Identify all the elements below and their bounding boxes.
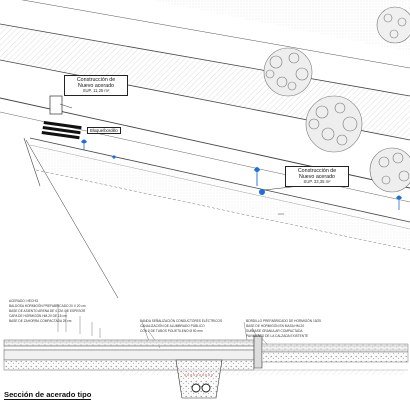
label-area: SUP. 33,35 m² xyxy=(303,179,331,185)
note: BASE DE HORMIGÓN EN MASA HM-20 xyxy=(246,323,305,328)
trench xyxy=(175,359,223,399)
note: ACERADO: HECHO xyxy=(9,299,39,303)
note: CANALIZACIÓN DE ALUMBRADO PÚBLICO xyxy=(140,323,205,328)
tree-icon xyxy=(369,147,410,193)
tree-icon xyxy=(376,6,410,44)
tree-canopies xyxy=(263,6,410,193)
conduit-pipes-icon xyxy=(191,383,211,393)
note: PAVIMENTO DE LA CALZADA EXISTENTE xyxy=(246,333,309,338)
note: BASE DE ZAHORRA COMPACTADA 25 cm xyxy=(9,318,72,323)
concrete-layer xyxy=(3,349,255,361)
tree-icon xyxy=(305,95,363,153)
sand-bed-layer xyxy=(3,345,255,351)
note: CON 2 DE TUBOS POLIETILENO Ø 90 mm xyxy=(140,328,203,333)
label-title: Construcción de Nuevo acerado xyxy=(297,168,337,181)
section-title: Sección de acerado tipo xyxy=(4,390,92,400)
curb xyxy=(253,335,263,369)
street-lamp-icon xyxy=(254,167,260,186)
label-new-sidewalk-west: Construcción de Nuevo acerado SUP. 11,25… xyxy=(64,75,128,96)
note: BANDA SEÑALIZACIÓN CONDUCTORES ELÉCTRICO… xyxy=(140,319,223,323)
road-pavement xyxy=(261,343,409,353)
lamp-marker-icon xyxy=(112,155,116,159)
section-notes-right: BORDILLO PREFABRICADO DE HORMIGÓN 15/25 … xyxy=(246,319,321,338)
section-notes-middle: BANDA SEÑALIZACIÓN CONDUCTORES ELÉCTRICO… xyxy=(140,319,223,333)
note: CAPA DE HORMIGÓN HM-20 DE 15 cm xyxy=(9,313,67,318)
note: BASE DE ASIENTO ARENA DE 4 CM. DE ESPESO… xyxy=(9,308,86,313)
note: SUBBASE GRANULAR COMPACTADA xyxy=(246,328,303,333)
label-title: Construcción de Nuevo acerado xyxy=(76,77,116,90)
section-notes-left: ACERADO: HECHO BALDOSA HORMIGÓN PREFABRI… xyxy=(9,299,86,323)
street-lamp-icon xyxy=(396,195,402,210)
upper-road-band xyxy=(0,0,410,52)
label-area: SUP. 11,25 m² xyxy=(82,88,110,94)
sidewalk-band xyxy=(30,138,410,250)
road-bands xyxy=(0,0,410,299)
paving-tiles-layer xyxy=(3,339,255,347)
tree-icon xyxy=(263,47,313,97)
note: BALDOSA HORMIGÓN PREFABRICADO 20 X 20 cm xyxy=(9,303,86,308)
bench-icon xyxy=(41,121,82,140)
label-new-sidewalk-east: Construcción de Nuevo acerado SUP. 33,35… xyxy=(285,166,349,187)
section-drawing xyxy=(3,304,409,399)
street-lamps xyxy=(81,139,402,210)
lamp-marker-icon xyxy=(259,189,265,195)
entrance-step xyxy=(49,95,63,115)
road-subbase xyxy=(261,351,409,363)
note: BORDILLO PREFABRICADO DE HORMIGÓN 15/25 xyxy=(246,319,321,323)
road-band-hatched xyxy=(0,24,410,140)
bench-tag: Bloque/bordillo xyxy=(87,127,121,135)
street-lamp-icon xyxy=(81,139,87,150)
